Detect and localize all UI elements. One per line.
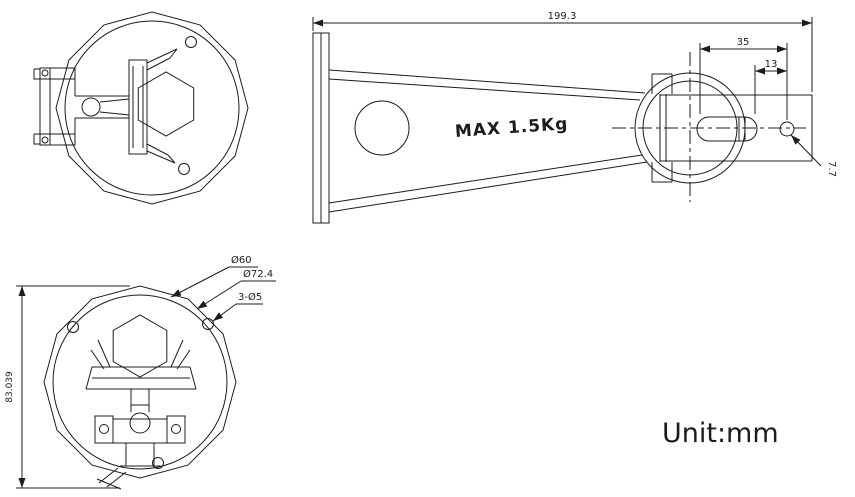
clamp-side-view [33,48,178,164]
outer-polygon [43,285,237,479]
slot-span-value: 35 [737,37,750,48]
leader-dia-72-4: Ø72.4 [196,268,276,310]
front-view-bottom [43,285,237,490]
clamp-front-view [85,339,197,490]
adjust-slot [696,116,758,142]
hex-boss [137,71,195,137]
slot-end-value: 13 [765,59,778,70]
dimension-7-7: 7.7 [790,134,837,177]
mount-hole [185,36,197,48]
ball-joint [81,97,101,117]
leader-3-dia-5: 3-Ø5 [212,291,263,322]
front-view-top [33,11,249,205]
leader-dia-60: Ø60 [170,254,258,298]
end-hole [779,121,795,137]
plate-circle [64,20,240,196]
holes-3-5-value: 3-Ø5 [238,291,262,303]
hex-boss [112,314,168,378]
dimension-overall-length: 199.3 [312,11,813,92]
max-load-label: MAX 1.5Kg [454,114,569,142]
dimension-13: 13 [754,59,787,114]
mount-hole [202,318,214,330]
mount-hole [152,457,164,469]
dia-72-4-value: Ø72.4 [243,268,273,280]
mount-hole [67,321,79,333]
side-view: MAX 1.5Kg [312,32,813,224]
ball-joint [129,412,151,434]
dimension-35: 35 [699,37,788,120]
unit-label: Unit:mm [662,418,779,449]
edge-offset-value: 7.7 [826,161,837,177]
outer-polygon [55,11,249,205]
mount-hole [178,163,190,175]
plate-circle [52,294,228,470]
dia-60-value: Ø60 [231,254,252,266]
height-value: 83.039 [5,371,15,403]
overall-length-value: 199.3 [548,11,577,22]
dimension-height: 83.039 [5,285,130,489]
arm-hole [354,100,410,156]
